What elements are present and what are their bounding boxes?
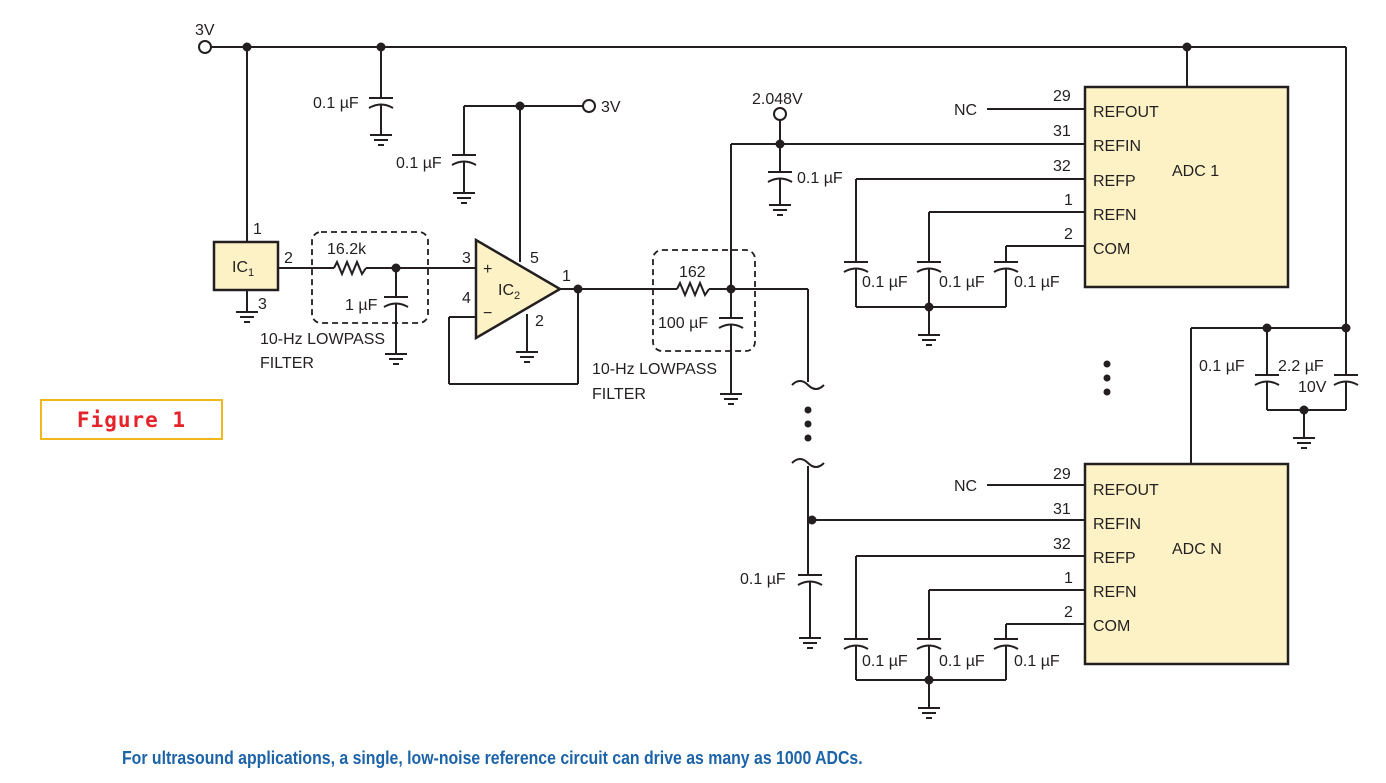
adc-1-pin-refin: REFIN xyxy=(1093,138,1141,155)
ic2-feedback-loop xyxy=(448,284,652,385)
adc-n-pin-refn: REFN xyxy=(1093,584,1137,601)
ic1-ground xyxy=(236,290,258,323)
ic2-label: IC2 xyxy=(498,282,520,302)
adc-n-pin-num-1: 1 xyxy=(1064,570,1073,587)
filter-1-label-line1: 10-Hz LOWPASS xyxy=(260,331,385,348)
adc-1-com-cap-label: 0.1 µF xyxy=(1014,274,1060,291)
adc-1-pin-num-1: 1 xyxy=(1064,192,1073,209)
adc-1-pin-num-29: 29 xyxy=(1053,88,1071,105)
refin-n-capacitor-label: 0.1 µF xyxy=(740,571,786,588)
adc-n-refp-cap-label: 0.1 µF xyxy=(862,653,908,670)
adc-n-pin-num-31: 31 xyxy=(1053,501,1071,518)
filter-1-capacitor-label: 1 µF xyxy=(345,297,378,314)
adc-n-pin-com: COM xyxy=(1093,618,1130,635)
filter-2-capacitor xyxy=(718,289,744,405)
supply-label-3v: 3V xyxy=(195,22,215,39)
ref-voltage-node xyxy=(767,107,793,216)
ref-voltage-label: 2.048V xyxy=(752,91,803,108)
filter-2-resistor-label: 162 xyxy=(679,264,706,281)
adc-n-pin-num-29: 29 xyxy=(1053,466,1071,483)
filter-2-label-line1: 10-Hz LOWPASS xyxy=(592,361,717,378)
adc-n-nc-label: NC xyxy=(954,478,977,495)
filter-2-label-line2: FILTER xyxy=(592,386,646,403)
ic2-pin2-label: 2 xyxy=(535,313,544,330)
adc-1-pin-com: COM xyxy=(1093,241,1130,258)
adc-n-ref-capacitors xyxy=(843,555,1085,719)
adc-1-block xyxy=(1083,85,1290,289)
ic1-label: IC1 xyxy=(232,259,254,279)
ic2-op-amp xyxy=(474,237,563,341)
bus-break xyxy=(791,289,1085,575)
decoupling-capacitor-top xyxy=(368,47,394,146)
adc-n-pin-refp: REFP xyxy=(1093,550,1136,567)
filter-1-label-line2: FILTER xyxy=(260,355,314,372)
ic2-ground xyxy=(516,314,538,363)
adc-n-block xyxy=(1083,462,1290,666)
adc-n-refn-cap-label: 0.1 µF xyxy=(939,653,985,670)
ic2-pin1-label: 1 xyxy=(562,268,571,285)
ic2-pin4-label: 4 xyxy=(462,290,471,307)
adc-1-pin-refn: REFN xyxy=(1093,207,1137,224)
adc-1-label: ADC 1 xyxy=(1172,163,1219,180)
adc-n-pin-refout: REFOUT xyxy=(1093,482,1159,499)
adc-n-pin-num-2: 2 xyxy=(1064,604,1073,621)
refin-n-capacitor xyxy=(797,574,823,649)
bulk-cap-2-label: 2.2 µF xyxy=(1278,358,1324,375)
ic1-pin1-label: 1 xyxy=(253,221,262,238)
bulk-capacitors xyxy=(1190,323,1359,464)
ic2-pin5-label: 5 xyxy=(530,250,539,267)
adc-n-label: ADC N xyxy=(1172,541,1222,558)
figure-caption: For ultrasound applications, a single, l… xyxy=(122,748,863,768)
adc-1-pin-num-32: 32 xyxy=(1053,158,1071,175)
adc-1-nc-label: NC xyxy=(954,102,977,119)
adc-1-pin-refp: REFP xyxy=(1093,173,1136,190)
adc-n-pin-num-32: 32 xyxy=(1053,536,1071,553)
ic2-supply-label-3v: 3V xyxy=(601,99,621,116)
adc-1-pin-num-2: 2 xyxy=(1064,226,1073,243)
refin1-capacitor-label: 0.1 µF xyxy=(797,170,843,187)
filter-1-resistor xyxy=(278,259,476,277)
adc-n-com-cap-label: 0.1 µF xyxy=(1014,653,1060,670)
bulk-cap-2-rating: 10V xyxy=(1298,379,1327,396)
filter-1-capacitor xyxy=(383,268,409,365)
adc-1-pin-refout: REFOUT xyxy=(1093,104,1159,121)
decoupling-capacitor-top-label: 0.1 µF xyxy=(313,95,359,112)
ic2-supply-wiring xyxy=(451,99,596,262)
lowpass-filter-2-outline xyxy=(652,249,756,352)
adc-1-pin-num-31: 31 xyxy=(1053,123,1071,140)
filter-1-resistor-label: 16.2k xyxy=(327,241,367,258)
adc-n-pin-refin: REFIN xyxy=(1093,516,1141,533)
adc-1-refp-cap-label: 0.1 µF xyxy=(862,274,908,291)
adc-ellipsis xyxy=(1103,360,1111,396)
ic1-block xyxy=(212,240,280,292)
adc-1-ref-capacitors xyxy=(843,178,1085,346)
filter-2-resistor xyxy=(652,280,808,298)
figure-label: Figure 1 xyxy=(40,399,223,440)
decoupling-capacitor-ic2-label: 0.1 µF xyxy=(396,155,442,172)
ic1-pin3-label: 3 xyxy=(258,296,267,313)
ic2-pin3-label: 3 xyxy=(462,250,471,267)
filter-2-capacitor-label: 100 µF xyxy=(658,315,708,332)
bulk-cap-1-label: 0.1 µF xyxy=(1199,358,1245,375)
ic1-pin2-label: 2 xyxy=(284,250,293,267)
ic2-minus-sign: − xyxy=(483,305,492,322)
ic2-plus-sign: + xyxy=(483,261,492,278)
adc-1-refn-cap-label: 0.1 µF xyxy=(939,274,985,291)
